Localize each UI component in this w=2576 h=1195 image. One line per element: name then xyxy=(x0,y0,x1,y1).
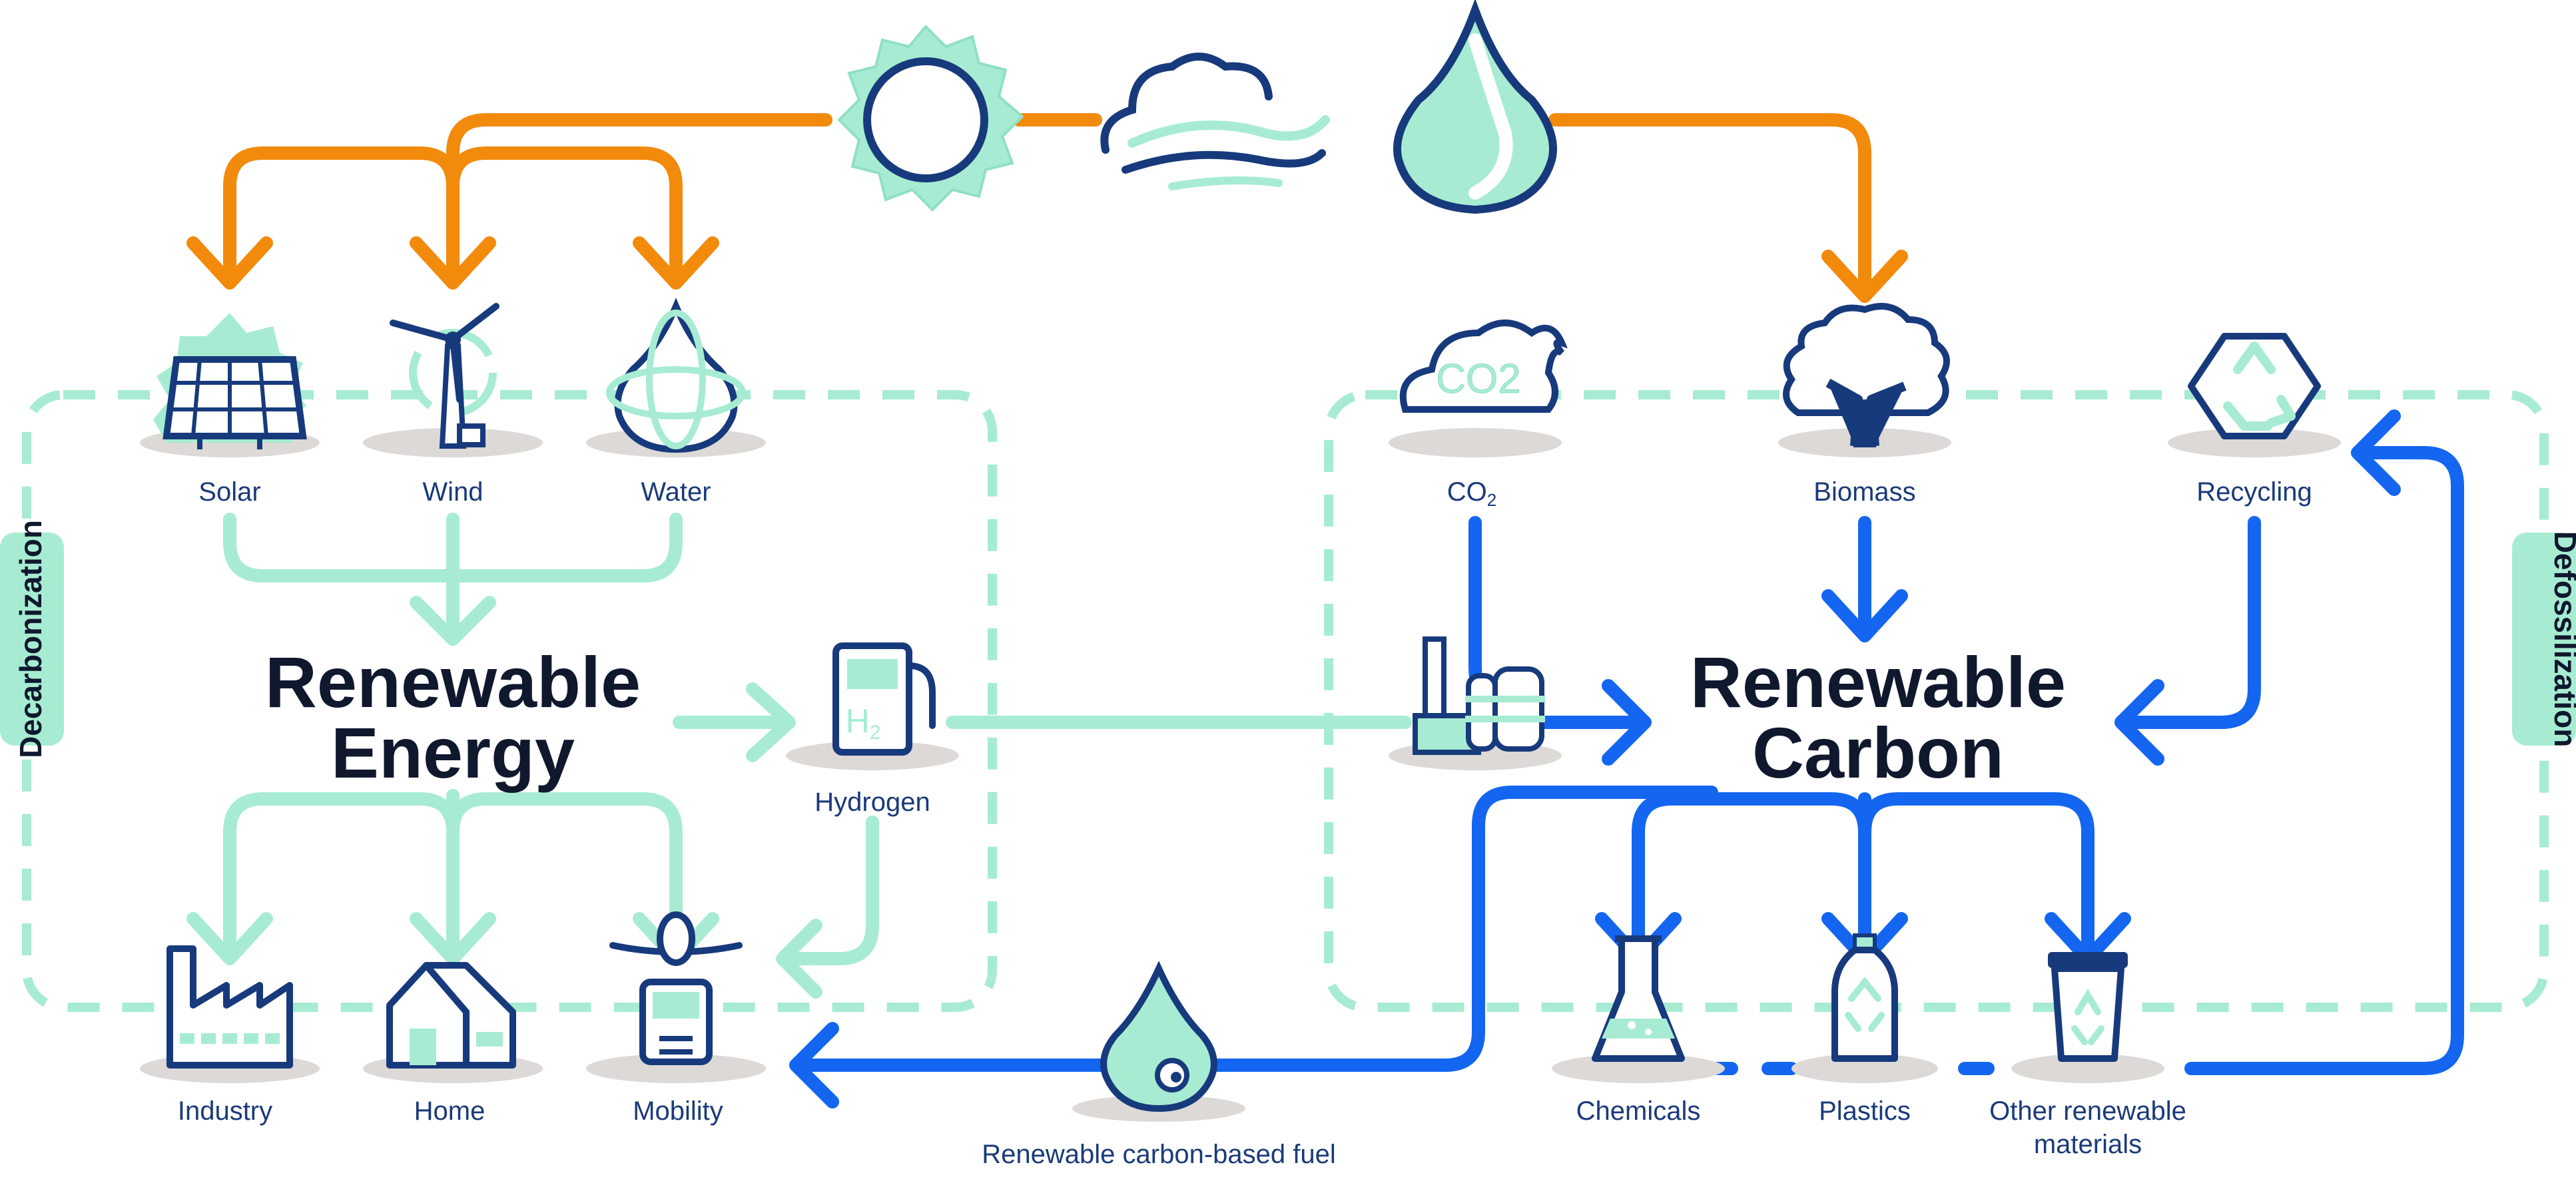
co2-cloud-glyph: CO2 xyxy=(1436,356,1520,402)
recycling-icon xyxy=(2168,333,2341,457)
water-drop-icon xyxy=(1393,0,1557,214)
water-globe-icon xyxy=(586,298,766,457)
label-hydrogen: Hydrogen xyxy=(814,788,930,817)
label-plastics: Plastics xyxy=(1819,1096,1911,1126)
mint-flow xyxy=(186,513,1412,999)
home-icon xyxy=(363,962,543,1083)
defossilization-label: Defossilization xyxy=(2548,531,2576,748)
label-fuel: Renewable carbon-based fuel xyxy=(982,1140,1335,1169)
renewable-energy-title-line1: Renewable xyxy=(265,642,641,722)
solar-panel-icon xyxy=(140,313,320,457)
decarbonization-label: Decarbonization xyxy=(13,520,48,758)
hydrogen-pump-icon: H2 xyxy=(786,642,959,770)
factory-icon xyxy=(1389,636,1562,770)
decarbonization-label-box: Decarbonization xyxy=(0,520,64,758)
label-biomass: Biomass xyxy=(1813,477,1915,507)
label-other-materials-line2: materials xyxy=(2034,1130,2142,1159)
label-recycling: Recycling xyxy=(2196,477,2312,507)
label-other-materials-line1: Other renewable xyxy=(1989,1096,2186,1126)
label-chemicals: Chemicals xyxy=(1576,1096,1701,1126)
label-wind: Wind xyxy=(422,477,483,507)
co2-cloud-icon: CO2 xyxy=(1389,320,1568,457)
h2-glyph: H2 xyxy=(846,702,881,744)
label-co2: CO2 xyxy=(1447,477,1496,510)
wind-cloud-icon xyxy=(1100,53,1330,190)
renewable-carbon-title-line1: Renewable xyxy=(1690,642,2066,722)
blue-flow xyxy=(789,409,2464,1108)
bottle-icon xyxy=(1791,933,1938,1083)
label-home: Home xyxy=(414,1096,485,1126)
fuel-drop-icon xyxy=(1072,961,1245,1122)
bin-icon xyxy=(2011,952,2164,1083)
renewable-carbon-title-line2: Carbon xyxy=(1752,712,2004,793)
defossilization-label-box: Defossilization xyxy=(2512,531,2576,748)
industry-icon xyxy=(140,945,320,1083)
label-solar: Solar xyxy=(198,477,260,507)
mobility-icon xyxy=(586,911,766,1083)
sun-icon xyxy=(837,25,1024,212)
label-industry: Industry xyxy=(178,1096,272,1126)
label-mobility: Mobility xyxy=(633,1096,723,1126)
wind-turbine-icon xyxy=(363,303,543,457)
orange-flow xyxy=(186,113,1908,303)
label-water: Water xyxy=(641,477,711,507)
renewable-energy-title-line2: Energy xyxy=(331,712,575,793)
flask-icon xyxy=(1552,935,1725,1083)
tree-icon xyxy=(1778,303,1951,457)
